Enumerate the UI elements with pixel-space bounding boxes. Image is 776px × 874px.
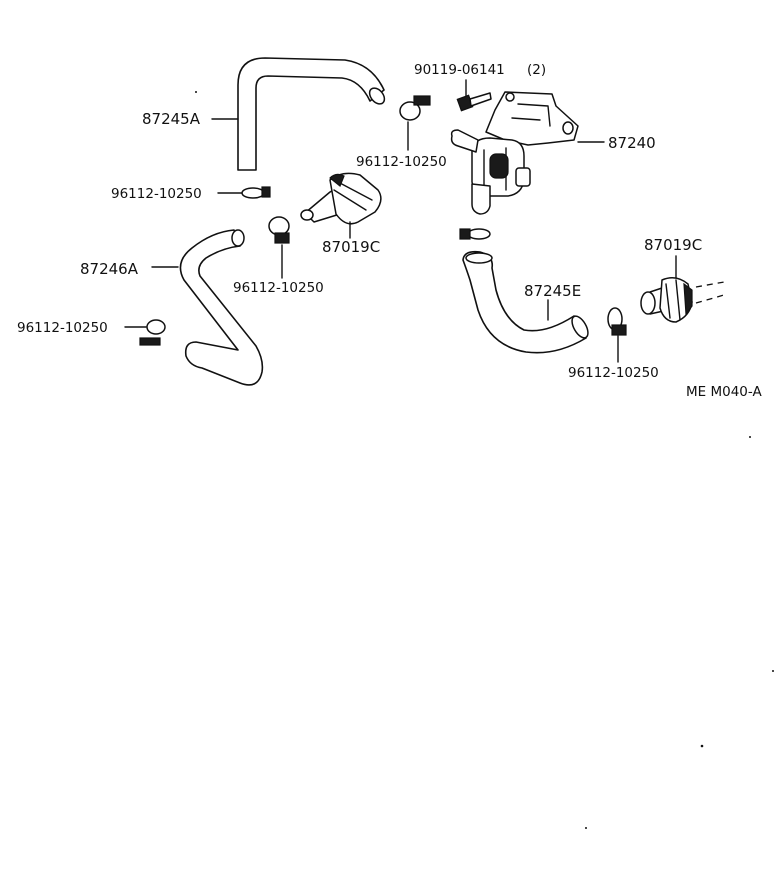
- label-clamp-center-top: 96112-10250: [356, 154, 447, 170]
- hose-clamp-icon[interactable]: [459, 228, 491, 240]
- diagram-code: ME M040-A: [686, 384, 762, 400]
- hose-clamp-icon[interactable]: [139, 319, 166, 346]
- label-87245A: 87245A: [142, 110, 201, 128]
- label-bolt-qty: (2): [527, 62, 546, 78]
- label-bolt: 90119-06141: [414, 62, 505, 78]
- label-87246A: 87246A: [80, 260, 139, 278]
- hose-clamp-icon[interactable]: [268, 216, 290, 244]
- scan-specks: [195, 91, 774, 829]
- grommet-icon[interactable]: [300, 172, 382, 225]
- label-clamp-center: 96112-10250: [233, 280, 324, 296]
- hose-clamp-icon[interactable]: [241, 186, 271, 199]
- label-clamp-left-top: 96112-10250: [111, 186, 202, 202]
- grommet-icon[interactable]: [640, 277, 693, 323]
- label-87019C-left: 87019C: [322, 238, 380, 256]
- hose-clamp-icon[interactable]: [399, 95, 431, 121]
- label-clamp-left-bottom: 96112-10250: [17, 320, 108, 336]
- hose-87245E[interactable]: [462, 250, 591, 354]
- pipe-dashed-lower: [695, 294, 725, 304]
- label-87019C-right: 87019C: [644, 236, 702, 254]
- pipe-dashed-upper: [695, 281, 725, 288]
- hose-87246A[interactable]: [179, 229, 264, 386]
- bolt-icon[interactable]: [456, 92, 492, 112]
- water-valve-icon[interactable]: [450, 91, 579, 215]
- label-clamp-right: 96112-10250: [568, 365, 659, 381]
- label-87245E: 87245E: [524, 282, 581, 300]
- hose-clamp-icon[interactable]: [607, 307, 627, 336]
- hose-87245A[interactable]: [237, 57, 387, 171]
- label-87240: 87240: [608, 134, 656, 152]
